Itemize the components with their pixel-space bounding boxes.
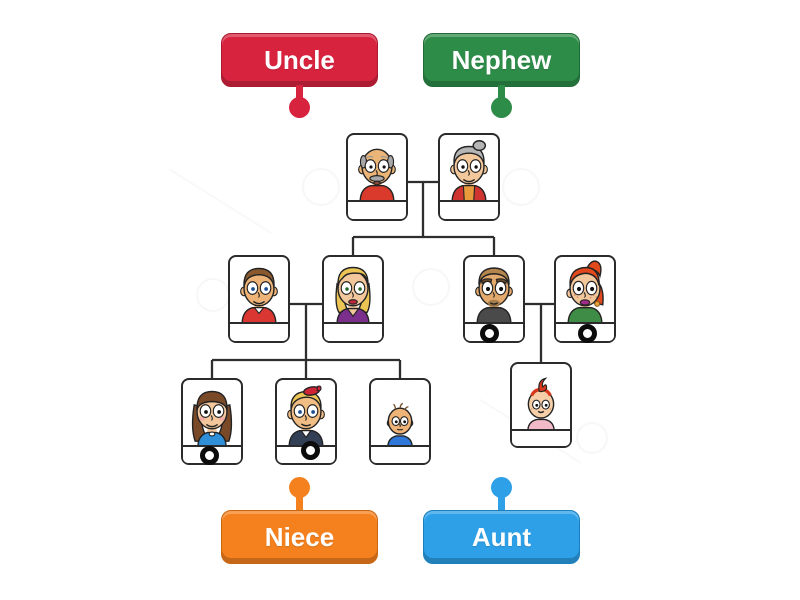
grandmother-name-plate xyxy=(440,200,498,219)
watermark-ring xyxy=(576,422,608,454)
label-uncle-pin-dot[interactable] xyxy=(289,97,310,118)
grandfather-photo xyxy=(348,135,406,200)
label-nephew-pin-stem xyxy=(498,85,505,100)
label-aunt-pin-stem xyxy=(498,496,505,511)
label-uncle-pin-stem xyxy=(296,85,303,100)
aunt-woman-photo xyxy=(556,257,614,322)
watermark-ring xyxy=(502,168,540,206)
label-niece-button[interactable]: Niece xyxy=(221,510,378,564)
aunt-portrait xyxy=(554,255,616,343)
baby-boy-photo xyxy=(371,380,429,445)
label-nephew-button[interactable]: Nephew xyxy=(423,33,580,87)
label-aunt[interactable]: Aunt xyxy=(423,477,580,567)
label-niece-pin-dot[interactable] xyxy=(289,477,310,498)
mother-portrait xyxy=(322,255,384,343)
grandmother-photo xyxy=(440,135,498,200)
baby-girl-portrait xyxy=(510,362,572,448)
answer-slot-son[interactable] xyxy=(301,441,320,460)
answer-slot-daughter[interactable] xyxy=(200,446,219,465)
father-name-plate xyxy=(230,322,288,341)
father-photo xyxy=(230,257,288,322)
baby-girl-photo xyxy=(512,364,570,429)
label-niece-pin-stem xyxy=(296,496,303,511)
baby-boy-name-plate xyxy=(371,445,429,463)
answer-slot-aunt-woman[interactable] xyxy=(578,324,597,343)
uncle-portrait xyxy=(463,255,525,343)
daughter-photo xyxy=(183,380,241,445)
uncle-man-photo xyxy=(465,257,523,322)
grandfather-name-plate xyxy=(348,200,406,219)
label-aunt-button[interactable]: Aunt xyxy=(423,510,580,564)
mother-photo xyxy=(324,257,382,322)
label-aunt-pin-dot[interactable] xyxy=(491,477,512,498)
label-uncle-button[interactable]: Uncle xyxy=(221,33,378,87)
grandmother-portrait xyxy=(438,133,500,221)
father-portrait xyxy=(228,255,290,343)
nephew-boy-portrait xyxy=(275,378,337,465)
label-nephew-pin-dot[interactable] xyxy=(491,97,512,118)
label-uncle[interactable]: Uncle xyxy=(221,33,378,123)
watermark-ring xyxy=(302,168,340,206)
baby-girl-name-plate xyxy=(512,429,570,446)
son-photo xyxy=(277,380,335,445)
answer-slot-uncle-man[interactable] xyxy=(480,324,499,343)
niece-girl-portrait xyxy=(181,378,243,465)
watermark-ring xyxy=(412,268,450,306)
grandfather-portrait xyxy=(346,133,408,221)
label-nephew[interactable]: Nephew xyxy=(423,33,580,123)
mother-name-plate xyxy=(324,322,382,341)
baby-boy-portrait xyxy=(369,378,431,465)
label-niece[interactable]: Niece xyxy=(221,477,378,567)
